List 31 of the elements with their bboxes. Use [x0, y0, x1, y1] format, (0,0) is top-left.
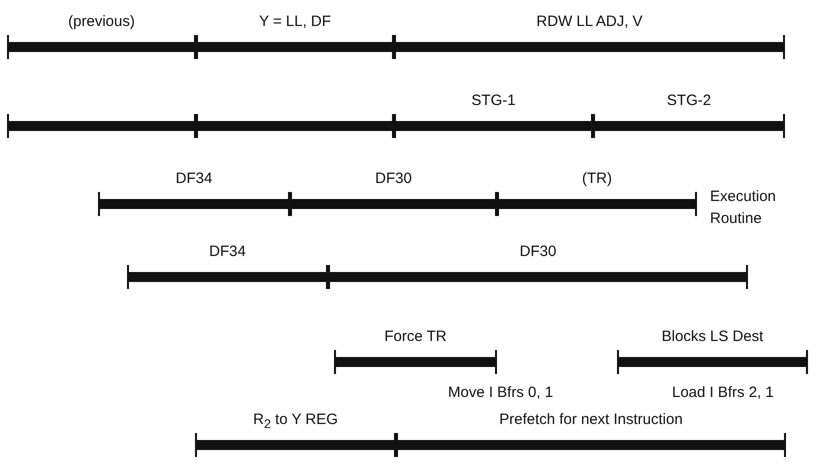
timing-segment	[617, 328, 808, 374]
timing-segment	[396, 411, 786, 457]
segment-label: R$_{2}$ to Y REG	[252, 411, 339, 433]
timing-segment	[127, 243, 328, 289]
segment-label: RDW LL ADJ, V	[535, 13, 644, 31]
annotation-text: Load I Bfrs 2, 1	[672, 383, 774, 403]
timing-segment	[593, 92, 785, 138]
segment-label: Blocks LS Dest	[660, 328, 764, 346]
segment-label: Prefetch for next Instruction	[498, 411, 684, 429]
timing-segment	[394, 13, 785, 59]
timing-segment	[196, 13, 394, 59]
segment-label: DF34	[208, 243, 247, 261]
segment-label: Y = LL, DF	[258, 13, 332, 31]
timing-segment	[98, 170, 290, 216]
annotation-text: Execution Routine	[710, 187, 777, 229]
segment-label: (TR)	[581, 170, 613, 188]
annotation-text: Move I Bfrs 0, 1	[448, 383, 554, 403]
segment-label: STG-2	[666, 92, 712, 110]
timing-segment	[334, 328, 497, 374]
segment-label: (previous)	[67, 13, 136, 31]
segment-label: Force TR	[383, 328, 448, 346]
timing-segment	[195, 411, 396, 457]
timing-segment	[7, 13, 196, 59]
timing-segment	[290, 170, 497, 216]
timing-segment	[328, 243, 748, 289]
segment-label: DF30	[518, 243, 558, 261]
segment-label: DF34	[174, 170, 214, 188]
segment-label: DF30	[374, 170, 413, 188]
timing-segment	[497, 170, 697, 216]
segment-label: STG-1	[470, 92, 517, 110]
timing-segment	[394, 92, 593, 138]
